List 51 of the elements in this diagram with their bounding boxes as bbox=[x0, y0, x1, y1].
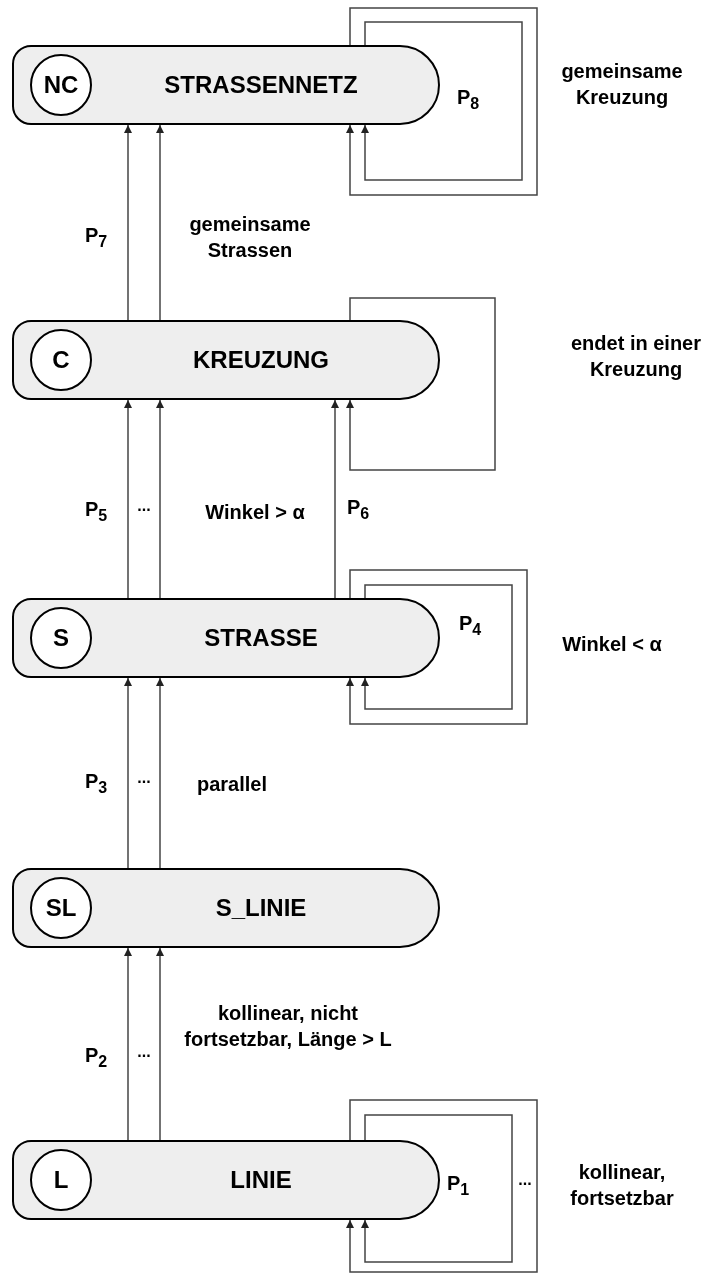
loop-arrow bbox=[346, 297, 496, 471]
edge-label: P$_{5}$ bbox=[84, 496, 108, 526]
edge-label: parallel bbox=[197, 772, 267, 797]
edge-label: P$_{1}$ bbox=[446, 1170, 470, 1200]
rounded-box bbox=[12, 45, 440, 125]
edge-label: gemeinsame Kreuzung bbox=[560, 59, 684, 110]
loop-arrow bbox=[346, 1099, 538, 1273]
rounded-box bbox=[12, 868, 440, 948]
ellipsis-label: ... bbox=[137, 496, 151, 516]
rounded-box bbox=[12, 598, 440, 678]
ellipsis-label: ... bbox=[137, 768, 151, 788]
abbreviation-circle: NC bbox=[30, 54, 92, 116]
ellipsis-label: ... bbox=[137, 1042, 151, 1062]
ellipsis-label: ... bbox=[518, 1170, 532, 1190]
rounded-box bbox=[12, 320, 440, 400]
node-title: STRASSE bbox=[203, 624, 319, 652]
loop-arrow bbox=[361, 1114, 513, 1263]
abbreviation-circle: S bbox=[30, 607, 92, 669]
edge-label: P$_{7}$ bbox=[84, 222, 108, 252]
loop-arrow bbox=[346, 7, 538, 196]
edge-label: kollinear, fortsetzbar bbox=[569, 1160, 675, 1211]
rounded-box bbox=[12, 1140, 440, 1220]
edge-label: P$_{4}$ bbox=[458, 610, 482, 640]
node-title: STRASSENNETZ bbox=[163, 71, 359, 99]
arrow bbox=[156, 677, 164, 869]
abbreviation-circle: C bbox=[30, 329, 92, 391]
edge-label: kollinear, nicht fortsetzbar, Länge > L bbox=[183, 1001, 393, 1052]
abbreviation-circle: SL bbox=[30, 877, 92, 939]
loop-arrow bbox=[346, 569, 528, 725]
arrow bbox=[124, 124, 132, 321]
arrow bbox=[124, 677, 132, 869]
arrow bbox=[331, 399, 339, 599]
arrow bbox=[156, 399, 164, 599]
node-title: LINIE bbox=[229, 1166, 293, 1194]
edge-label: P$_{2}$ bbox=[84, 1042, 108, 1072]
arrow bbox=[156, 947, 164, 1141]
arrow bbox=[124, 399, 132, 599]
loop-arrow bbox=[361, 21, 523, 181]
edge-label: Winkel < α bbox=[562, 632, 662, 657]
edge-label: P$_{3}$ bbox=[84, 768, 108, 798]
arrow bbox=[156, 124, 164, 321]
edge-label: P$_{6}$ bbox=[346, 494, 370, 524]
abbreviation-circle: L bbox=[30, 1149, 92, 1211]
arrow bbox=[124, 947, 132, 1141]
edge-label: P$_{8}$ bbox=[456, 84, 480, 114]
node-title: KREUZUNG bbox=[192, 346, 330, 374]
edge-label: gemeinsame Strassen bbox=[188, 212, 312, 263]
edge-label: Winkel > α bbox=[205, 500, 305, 525]
edge-label: endet in einer Kreuzung bbox=[570, 331, 702, 382]
node-title: S_LINIE bbox=[214, 894, 308, 922]
loop-arrow bbox=[361, 584, 513, 710]
